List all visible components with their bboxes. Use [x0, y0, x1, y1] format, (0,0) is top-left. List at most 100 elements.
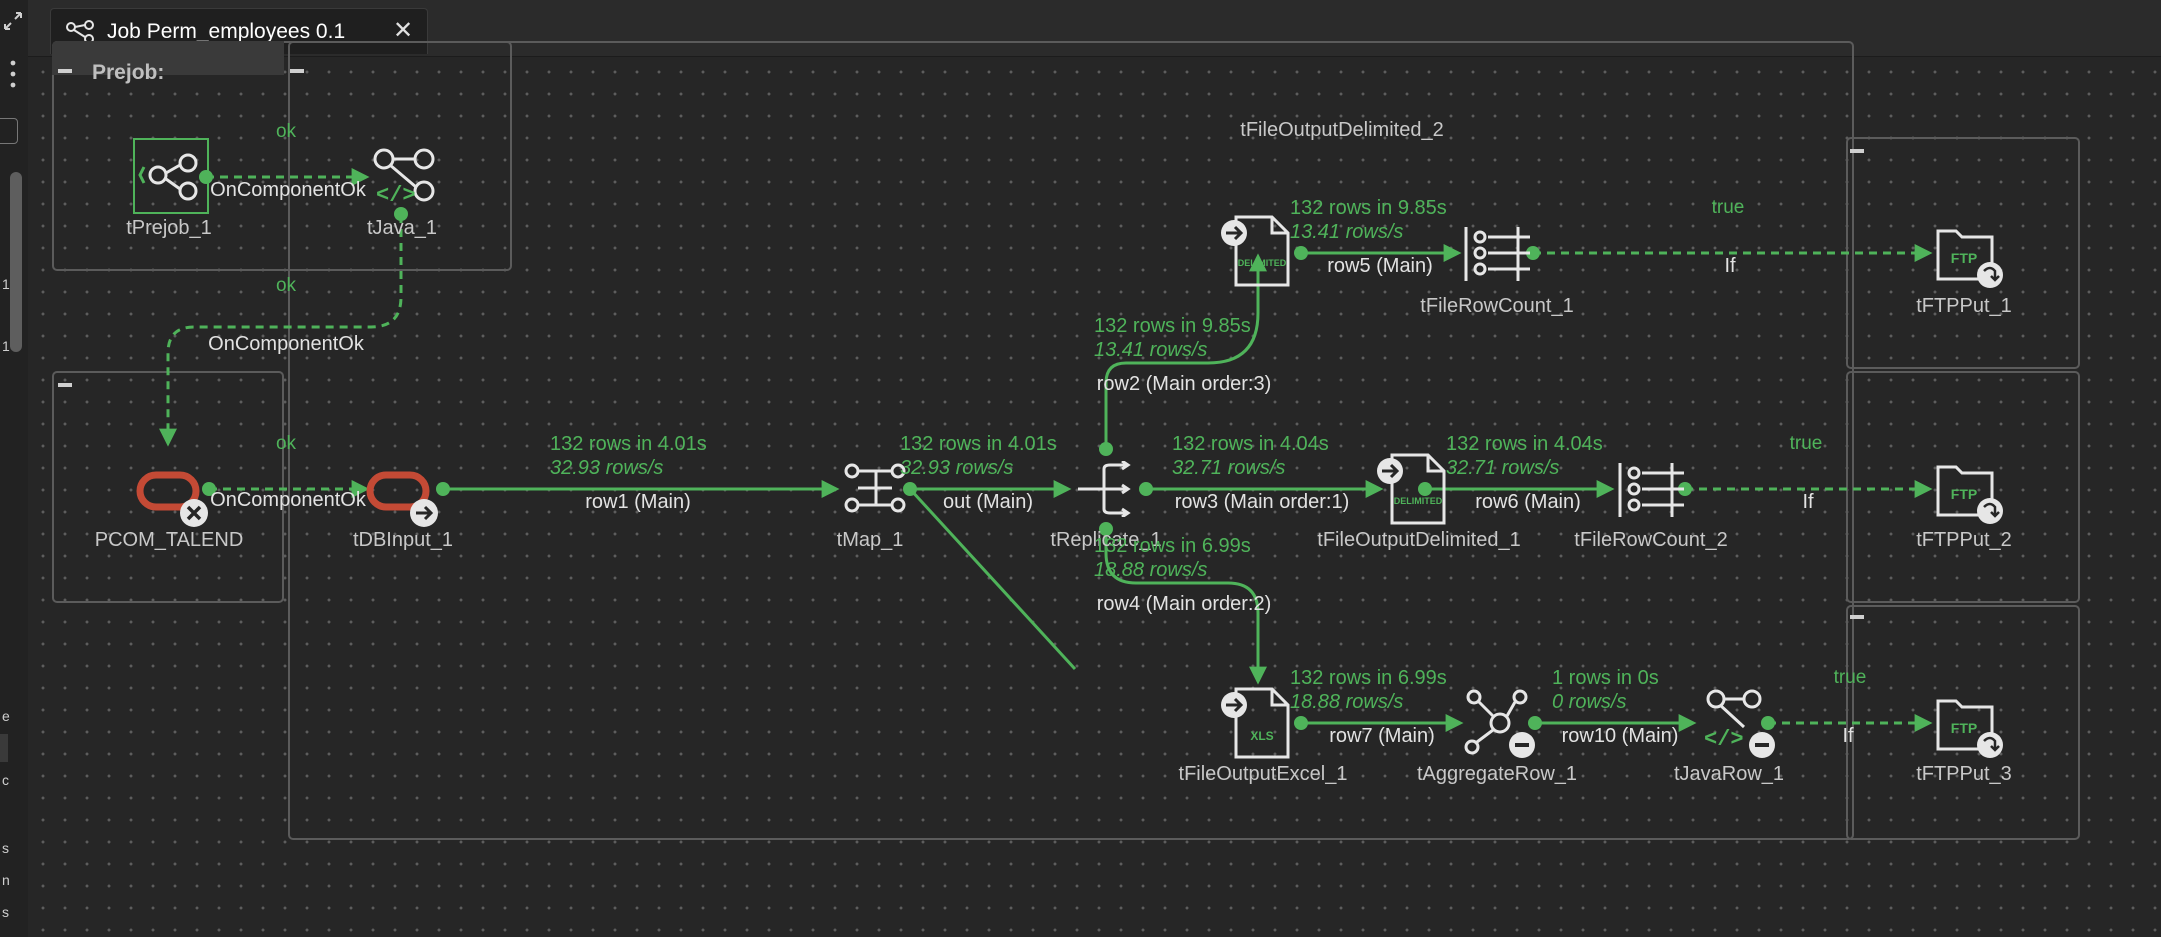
link-rows-stat: 132 rows in 4.04s	[1446, 433, 1603, 455]
link-label: row3 (Main order:1)	[1174, 491, 1350, 513]
link-label: If	[1724, 255, 1736, 277]
tjavarow-component[interactable]: </>	[1698, 687, 1780, 763]
component-label: tFTPPut_1	[1916, 295, 2012, 317]
link-label: If	[1842, 725, 1854, 747]
scrollbar-thumb[interactable]	[10, 172, 22, 352]
link-rows-stat: 132 rows in 9.85s	[1094, 315, 1251, 337]
ftp-icon: FTP	[1936, 229, 2003, 288]
file-type-text: DELIMITED	[1238, 258, 1287, 268]
tmap-component[interactable]	[840, 455, 912, 525]
strip-letter: s	[2, 840, 9, 856]
link-java-pcom	[159, 215, 403, 447]
more-vertical-icon[interactable]	[10, 58, 16, 92]
tdbinput-component[interactable]	[366, 455, 450, 531]
tab-title: Job Perm_employees 0.1	[107, 19, 346, 43]
strip-divider	[0, 734, 8, 762]
component-label: tFileRowCount_1	[1420, 295, 1574, 317]
collapse-button[interactable]	[1850, 615, 1864, 619]
database-connection-icon	[136, 471, 208, 527]
link-row2	[1104, 253, 1267, 449]
link-label: row1 (Main)	[585, 491, 691, 513]
link-label: OnComponentOk	[210, 489, 366, 511]
left-toolbar-strip: 1 1 e c s n s	[0, 0, 29, 937]
component-label: tJava_1	[366, 217, 438, 239]
trigger-label: true	[1789, 433, 1823, 454]
ftp-text: FTP	[1951, 250, 1977, 266]
tftpput-3-component[interactable]: FTP	[1928, 687, 2008, 761]
component-label: tDBInput_1	[352, 529, 454, 551]
link-rate-stat: 13.41 rows/s	[1290, 221, 1404, 243]
java-row-icon: </>	[1704, 689, 1775, 758]
collapse-button[interactable]	[290, 69, 304, 73]
tfileoutputexcel-component[interactable]: XLS	[1220, 683, 1308, 763]
row-count-icon	[1464, 227, 1530, 281]
link-rows-stat: 132 rows in 6.99s	[1290, 667, 1447, 689]
taggregaterow-component[interactable]	[1460, 687, 1540, 763]
subjob-frame-ftp-2[interactable]	[1846, 371, 2080, 603]
link-label: row2 (Main order:3)	[1096, 373, 1272, 395]
connections	[159, 168, 1933, 732]
tftpput-1-component[interactable]: FTP	[1928, 217, 2008, 291]
ftp-text: FTP	[1951, 720, 1977, 736]
map-icon	[844, 463, 906, 513]
link-rows-stat: 132 rows in 6.99s	[1094, 535, 1251, 557]
component-label: tReplicate_1	[1050, 529, 1162, 551]
svg-text:</>: </>	[1704, 727, 1744, 752]
tfileoutputdelimited-2-component[interactable]: DELIMITED	[1220, 211, 1308, 291]
collapse-button[interactable]	[58, 69, 72, 73]
collapse-button[interactable]	[1850, 149, 1864, 153]
strip-letter: 1	[2, 276, 10, 292]
ftp-icon: FTP	[1936, 465, 2003, 524]
close-icon[interactable]: ✕	[392, 17, 414, 44]
subjob-frame-ftp-3[interactable]	[1846, 605, 2080, 840]
strip-letter: s	[2, 904, 9, 920]
link-label: out (Main)	[942, 491, 1034, 513]
database-input-icon	[366, 471, 438, 527]
component-label: PCOM_TALEND	[94, 529, 244, 551]
tfilerowcount-2-component[interactable]	[1616, 461, 1688, 519]
tfilerowcount-1-component[interactable]	[1462, 225, 1534, 283]
tprejob-component[interactable]	[132, 137, 210, 215]
link-rate-stat: 32.93 rows/s	[900, 457, 1014, 479]
link-rate-stat: 32.93 rows/s	[550, 457, 664, 479]
link-rows-stat: 1 rows in 0s	[1552, 667, 1659, 689]
link-label: row6 (Main)	[1475, 491, 1581, 513]
link-rate-stat: 13.41 rows/s	[1094, 339, 1208, 361]
treplicate-component[interactable]	[1074, 459, 1134, 519]
link-rows-stat: 132 rows in 4.04s	[1172, 433, 1329, 455]
link-rate-stat: 0 rows/s	[1552, 691, 1627, 713]
prejob-section-label: Prejob:	[92, 61, 165, 84]
pcom-talend-component[interactable]	[136, 455, 220, 531]
link-rows-stat: 132 rows in 4.01s	[550, 433, 707, 455]
link-label: row10 (Main)	[1561, 725, 1679, 747]
link-label: row7 (Main)	[1329, 725, 1435, 747]
job-designer-canvas[interactable]: Prejob:	[28, 41, 2161, 937]
file-type-text: XLS	[1250, 729, 1273, 743]
prejob-icon	[133, 138, 209, 214]
tftpput-2-component[interactable]: FTP	[1928, 453, 2008, 527]
component-label: tMap_1	[836, 529, 904, 551]
component-label: tFileOutputDelimited_2	[1240, 119, 1444, 141]
link-row4	[1104, 529, 1267, 685]
tjava-component[interactable]: </>	[368, 143, 440, 211]
link-rate-stat: 32.71 rows/s	[1446, 457, 1560, 479]
svg-text:</>: </>	[376, 183, 416, 208]
expand-icon[interactable]	[2, 10, 24, 32]
component-label: tFTPPut_2	[1916, 529, 2012, 551]
prejob-header	[52, 41, 284, 75]
link-rows-stat: 132 rows in 4.01s	[900, 433, 1057, 455]
component-label: tFileOutputExcel_1	[1178, 763, 1348, 785]
trigger-label: true	[1711, 197, 1745, 218]
strip-letter: n	[2, 872, 10, 888]
subjob-frame-main[interactable]	[288, 41, 1854, 840]
component-label: tFileRowCount_2	[1574, 529, 1728, 551]
ftp-text: FTP	[1951, 486, 1977, 502]
collapse-button[interactable]	[58, 383, 72, 387]
link-label: row4 (Main order:2)	[1096, 593, 1272, 615]
tfileoutputdelimited-1-component[interactable]: DELIMITED	[1376, 449, 1464, 529]
aggregate-icon	[1464, 689, 1535, 758]
strip-letter: e	[2, 708, 10, 724]
strip-letter: 1	[2, 338, 10, 354]
link-label: row5 (Main)	[1327, 255, 1433, 277]
strip-button[interactable]	[0, 118, 18, 144]
